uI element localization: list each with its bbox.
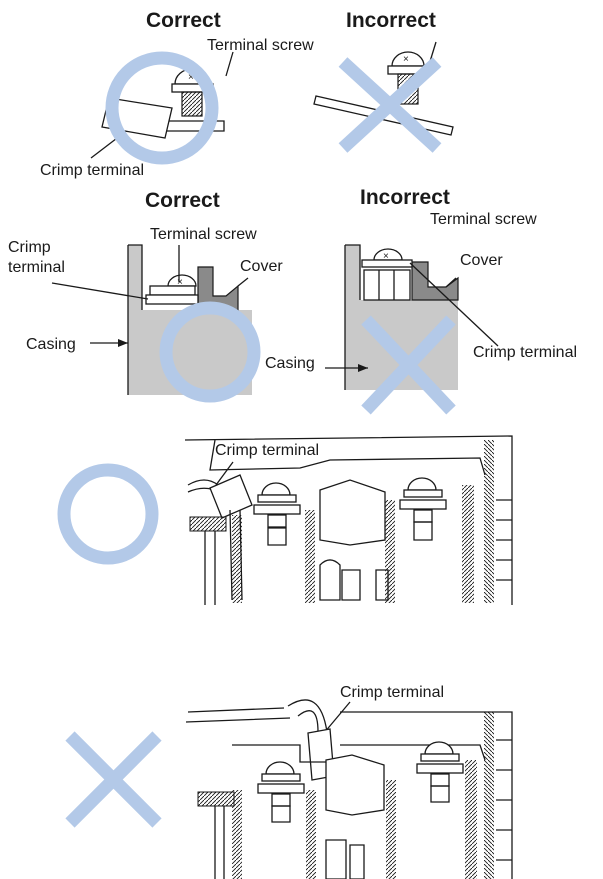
incorrect-casing-drawing: ×	[325, 244, 499, 390]
casing-incorrect-heading: Incorrect	[360, 186, 450, 209]
top-incorrect-assembly: ×	[313, 41, 454, 136]
casing-label-right: Casing	[265, 355, 315, 372]
lower-correct-panel: Crimp terminal	[57, 435, 513, 605]
crimp-label-line2: terminal	[8, 259, 65, 276]
terminal-block-drawing-correct	[184, 435, 513, 605]
lower-correct-circle-mark	[57, 463, 159, 565]
lower-incorrect-panel: Crimp terminal	[65, 684, 513, 879]
svg-text:×: ×	[177, 277, 183, 288]
svg-text:×: ×	[403, 54, 409, 65]
svg-text:×: ×	[188, 72, 194, 83]
casing-label-left: Casing	[26, 336, 76, 353]
cover-label-right: Cover	[460, 252, 503, 269]
lower-correct-crimp-label: Crimp terminal	[215, 442, 319, 459]
terminal-block-drawing-incorrect	[185, 699, 513, 879]
crimp-label-line1: Crimp	[8, 239, 51, 256]
lower-incorrect-x-mark	[65, 731, 162, 828]
casing-terminal-screw-label-right: Terminal screw	[430, 211, 537, 228]
crimp-terminal-label-right: Crimp terminal	[473, 344, 577, 361]
top-terminal-screw-label: Terminal screw	[207, 37, 314, 54]
top-panel: Correct Incorrect Terminal screw Crimp t…	[40, 9, 454, 179]
casing-terminal-screw-label-left: Terminal screw	[150, 226, 257, 243]
top-crimp-terminal-label: Crimp terminal	[40, 162, 144, 179]
correct-casing-drawing: ×	[51, 244, 252, 395]
correct-circle-mark	[105, 51, 219, 165]
casing-incorrect-x-mark	[361, 315, 456, 415]
lower-incorrect-crimp-label: Crimp terminal	[340, 684, 444, 701]
top-incorrect-heading: Incorrect	[346, 9, 436, 32]
top-correct-heading: Correct	[146, 9, 221, 32]
casing-correct-heading: Correct	[145, 189, 220, 212]
casing-correct-circle-mark	[159, 301, 261, 403]
casing-panel: Correct Incorrect Terminal screw Termina…	[8, 186, 577, 415]
cover-label-left: Cover	[240, 258, 283, 275]
incorrect-x-mark	[338, 57, 442, 153]
svg-text:×: ×	[383, 251, 389, 262]
